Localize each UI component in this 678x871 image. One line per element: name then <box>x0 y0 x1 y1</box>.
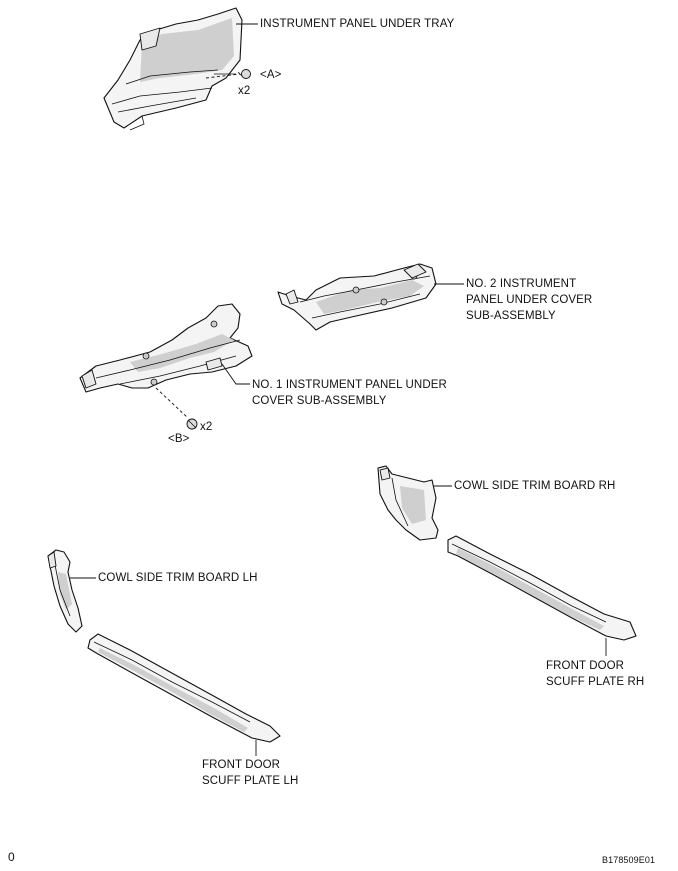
instrument-panel-under-tray <box>103 7 243 131</box>
label-no1-line2: COVER SUB-ASSEMBLY <box>252 395 387 407</box>
scuff-plate-rh <box>447 535 637 641</box>
cowl-side-trim-lh <box>47 549 83 633</box>
label-no2-line1: NO. 2 INSTRUMENT <box>466 278 577 290</box>
clip-a <box>205 69 251 79</box>
label-no2-line2: PANEL UNDER COVER <box>466 294 593 306</box>
label-no2-line3: SUB-ASSEMBLY <box>466 310 556 322</box>
label-cowl-side-trim-lh: COWL SIDE TRIM BOARD LH <box>98 572 258 584</box>
label-scuff-lh-line2: SCUFF PLATE LH <box>202 775 299 787</box>
label-clip-a: <A> <box>260 69 282 81</box>
figure-id: B178509E01 <box>602 855 656 865</box>
footer-left-mark: 0 <box>8 850 15 864</box>
label-scuff-rh-line1: FRONT DOOR <box>546 660 625 672</box>
label-cowl-side-trim-rh: COWL SIDE TRIM BOARD RH <box>454 480 616 492</box>
label-qty-a: x2 <box>238 85 251 97</box>
label-qty-b: x2 <box>200 421 213 433</box>
label-no1-line1: NO. 1 INSTRUMENT PANEL UNDER <box>252 379 447 391</box>
label-clip-b: <B> <box>168 433 190 445</box>
scuff-plate-lh <box>87 633 281 743</box>
no1-leader <box>221 363 250 385</box>
label-scuff-lh-line1: FRONT DOOR <box>202 759 281 771</box>
clip-b <box>155 387 198 430</box>
no1-under-cover <box>79 303 253 393</box>
label-scuff-rh-line2: SCUFF PLATE RH <box>546 676 645 688</box>
label-instrument-panel-under-tray: INSTRUMENT PANEL UNDER TRAY <box>260 18 455 30</box>
cowl-side-trim-rh <box>377 465 439 541</box>
no2-under-cover <box>277 263 437 331</box>
